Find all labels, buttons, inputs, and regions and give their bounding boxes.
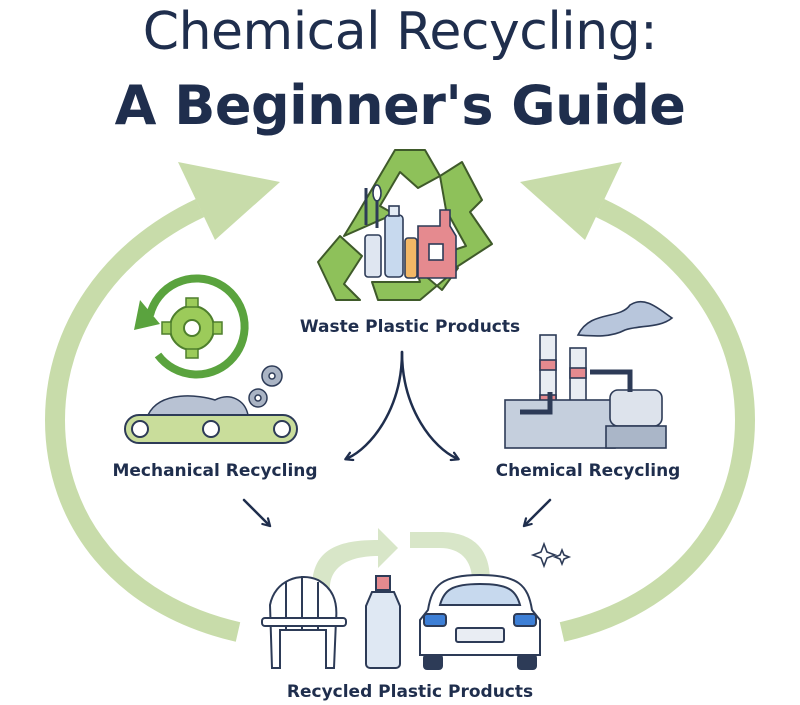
conveyor-belt-icon <box>124 395 298 444</box>
small-gears-icon <box>248 365 283 408</box>
chair-icon <box>261 576 347 669</box>
car-icon <box>419 573 541 670</box>
gear-cycle-icon <box>134 274 249 379</box>
sparkle-icon <box>530 541 572 569</box>
node-mechanical-recycling: Mechanical Recycling <box>112 461 318 481</box>
node-waste-plastic-products: Waste Plastic Products <box>299 317 521 337</box>
branch-arrows <box>242 350 552 524</box>
left-cycle-arrow <box>44 162 280 642</box>
right-cycle-arrow <box>520 162 756 642</box>
inner-loop-arrows <box>312 528 490 588</box>
factory-icon <box>504 300 674 449</box>
bottle-icon <box>365 575 401 669</box>
node-recycled-plastic-products: Recycled Plastic Products <box>286 682 534 702</box>
title-line-2: A Beginner's Guide <box>114 74 686 137</box>
title-line-1: Chemical Recycling: <box>142 2 658 62</box>
plastic-bottles-icon <box>364 184 457 279</box>
node-chemical-recycling: Chemical Recycling <box>495 461 681 481</box>
recycling-symbol-icon <box>317 149 493 301</box>
